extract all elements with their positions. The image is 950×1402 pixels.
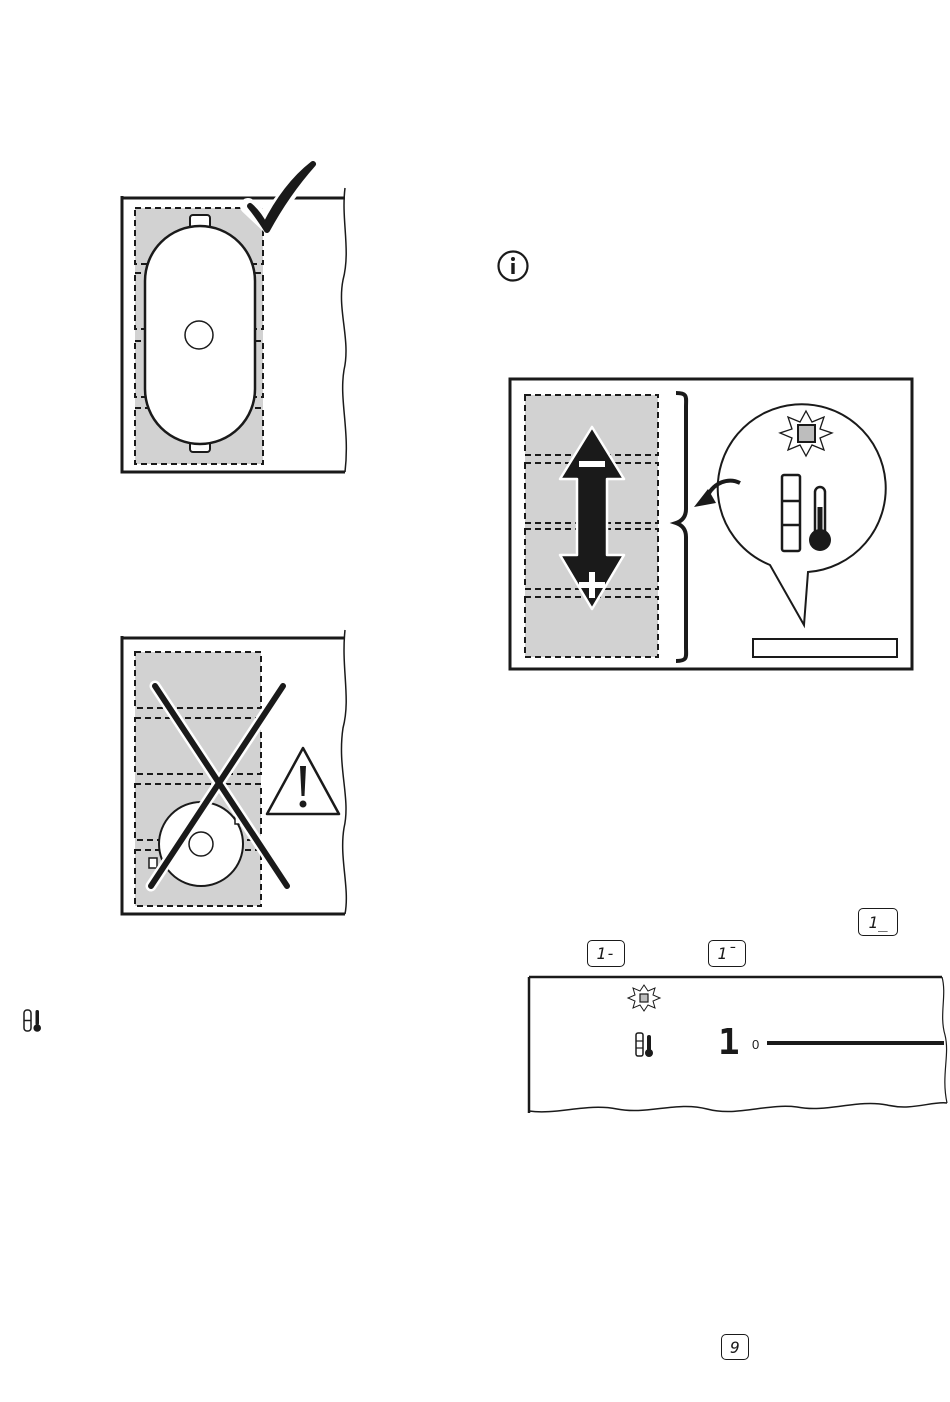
sun-indicator-icon <box>780 411 832 456</box>
correct-placement-figure <box>115 160 360 480</box>
display-value: 1¯ <box>717 944 736 963</box>
power-level-display-mid: 1- <box>587 940 625 967</box>
incorrect-placement-figure <box>115 628 360 920</box>
bridge-thermometer-icon <box>636 1033 653 1057</box>
check-mark-icon <box>248 162 315 230</box>
power-level-display-high: 1¯ <box>708 940 746 967</box>
warning-triangle-icon <box>267 748 339 814</box>
sun-indicator-icon <box>628 985 660 1011</box>
slider-digit: 1 <box>718 1025 740 1061</box>
display-value: 1- <box>596 944 615 963</box>
display-value: 9 <box>730 1338 740 1357</box>
slider-zero-label: 0 <box>752 1037 759 1052</box>
info-circle-icon <box>496 249 530 283</box>
bridge-function-figure <box>508 377 916 673</box>
power-level-display-nine: 9 <box>721 1334 749 1360</box>
display-value: 1_ <box>868 913 887 932</box>
power-level-display-low: 1_ <box>858 908 898 936</box>
bridge-thermometer-icon <box>22 1008 44 1034</box>
